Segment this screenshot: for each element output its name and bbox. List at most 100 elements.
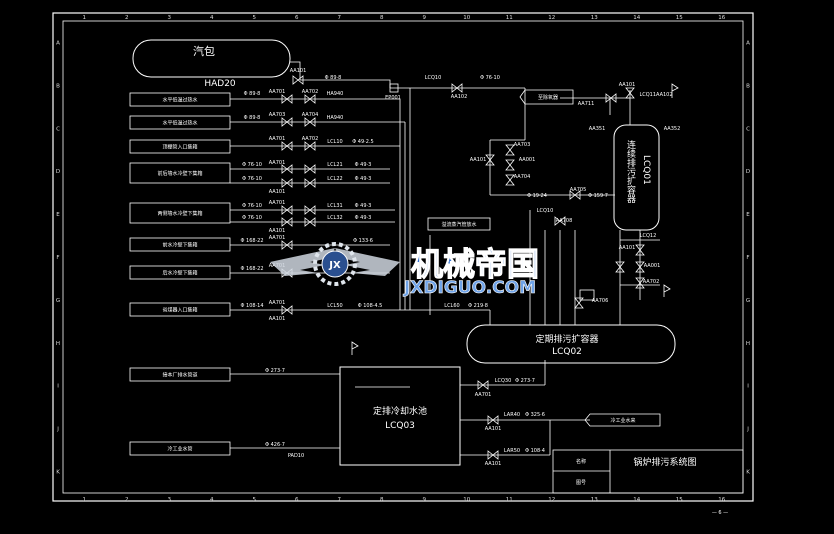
input-box: [129, 302, 231, 317]
valve: [615, 261, 625, 273]
valve: [281, 217, 293, 227]
grid-column-label: 7: [338, 497, 342, 503]
input-box: [129, 92, 231, 107]
valve-label: AA701: [475, 392, 492, 398]
valve: [635, 244, 645, 256]
valve: [605, 93, 617, 103]
grid-column-label: 1: [83, 497, 87, 503]
valve-label: AA701: [269, 300, 286, 306]
continuous-vessel-name: 连续排污扩容器: [625, 139, 636, 203]
periodic-vessel-name: 定期排污扩容器: [535, 333, 598, 345]
grid-column-label: 9: [423, 15, 427, 21]
grid-row-label: B: [56, 83, 60, 89]
pipe-size: Φ 49·3: [355, 215, 372, 221]
valve: [281, 205, 293, 215]
pipe-size: Φ 108·14: [240, 303, 263, 309]
valve-label: AA101: [290, 68, 307, 74]
line-tags: HA940 HA940 LCL10 LCL21 LCL22 LCL31 LCL3…: [288, 75, 656, 459]
input-box: [129, 139, 231, 154]
pipe-size: Φ 108·4: [525, 448, 545, 454]
line-tag: LCL10: [327, 139, 342, 145]
valve: [304, 141, 316, 151]
valve-label: AA702: [643, 279, 660, 285]
input-label: 接本厂排水管道: [162, 372, 197, 379]
line-tag: LCQ10: [425, 75, 442, 81]
grid-column-label: 11: [506, 15, 513, 21]
grid-row-label: K: [56, 470, 60, 476]
pipe-size: Φ 76·10: [480, 75, 500, 81]
line-tag: LCQ30: [495, 378, 512, 384]
line-tag: LCQ12: [640, 233, 657, 239]
left-inputs: 水平低温过热水 水平低温过热水 顶棚管入口集箱 前后墙水冷壁下集箱 两侧墙水冷壁…: [129, 92, 231, 456]
valve-label: AA703: [514, 142, 531, 148]
valve-label: AA702: [302, 89, 319, 95]
grid-column-label: 12: [548, 497, 555, 503]
valve-label: AA351: [589, 126, 606, 132]
inner-frame: [62, 20, 744, 494]
valve: [574, 297, 584, 309]
grid-column-label: 2: [125, 497, 129, 503]
grid-column-label: 14: [633, 497, 640, 503]
input-label: 省煤器入口集箱: [162, 307, 197, 314]
input-label: 后水冷壁下集箱: [162, 270, 197, 277]
pipe-size: Φ 325·6: [525, 412, 545, 418]
valve-label: AA704: [302, 112, 319, 118]
name-label: 名称: [576, 458, 586, 465]
valve: [505, 174, 515, 186]
drain-label: 溢流蒸汽管放水: [441, 221, 476, 228]
pipe-size: Φ 49·3: [355, 203, 372, 209]
valve: [505, 144, 515, 156]
valve-label: AA701: [269, 235, 286, 241]
grid-column-label: 4: [210, 15, 214, 21]
valve: [281, 178, 293, 188]
valve: [304, 178, 316, 188]
grid-column-label: 3: [168, 15, 172, 21]
pipe-size: Φ 49·3: [355, 162, 372, 168]
pipe-size: Φ 108·4.5: [358, 303, 383, 309]
pipe-size: Φ 76·10: [242, 176, 262, 182]
line-tag: LCL31: [327, 203, 342, 209]
grid-row-label: J: [56, 427, 59, 433]
grid-column-label: 13: [591, 15, 598, 21]
page-number: — 6 —: [712, 510, 728, 516]
valve: [304, 217, 316, 227]
grid-row-label: A: [56, 40, 60, 46]
grid-column-label: 14: [633, 15, 640, 21]
pipe-size: Φ 273·7: [515, 378, 535, 384]
valve: [304, 205, 316, 215]
pipe-size: Φ 133·6: [353, 238, 373, 244]
input-label: 水平低温过热水: [162, 120, 197, 127]
watermark-logo-ring: [321, 250, 349, 278]
grid-column-label: 12: [548, 15, 555, 21]
valve-label: AA702: [302, 136, 319, 142]
input-box: [129, 441, 231, 456]
grid-column-label: 11: [506, 497, 513, 503]
watermark-gear: [313, 242, 357, 286]
drum-label: 汽包: [193, 44, 215, 58]
to-deaerator-arrow: [519, 89, 574, 105]
grid-column-label: 5: [253, 15, 257, 21]
valve: [304, 94, 316, 104]
pipe-sizes: Φ 89·8 Φ 76·10 Φ 89·8 Φ 89·8 Φ 49·2.5 Φ …: [240, 75, 607, 454]
pipe-size: Φ 159·7: [588, 193, 608, 199]
line-tag: LCL50: [327, 303, 342, 309]
valve-label: AA703: [269, 112, 286, 118]
grid-row-label: B: [746, 83, 750, 89]
grid-column-label: 13: [591, 497, 598, 503]
grid-column-label: 5: [253, 497, 257, 503]
grid-column-label: 6: [295, 497, 299, 503]
valve-label: AA101: [269, 189, 286, 195]
vent-flag: [663, 284, 671, 297]
title-block-frame: [552, 449, 744, 494]
grid-row-label: K: [746, 470, 750, 476]
valve: [625, 87, 635, 99]
valve: [304, 117, 316, 127]
watermark-en: JXDIGUO.COM: [403, 278, 536, 298]
line-tag: HA940: [327, 115, 344, 121]
valve-label: EP001: [385, 95, 401, 101]
input-box: [129, 237, 231, 252]
grid-row-label: D: [746, 169, 750, 175]
input-label: 水平低温过热水: [162, 97, 197, 104]
